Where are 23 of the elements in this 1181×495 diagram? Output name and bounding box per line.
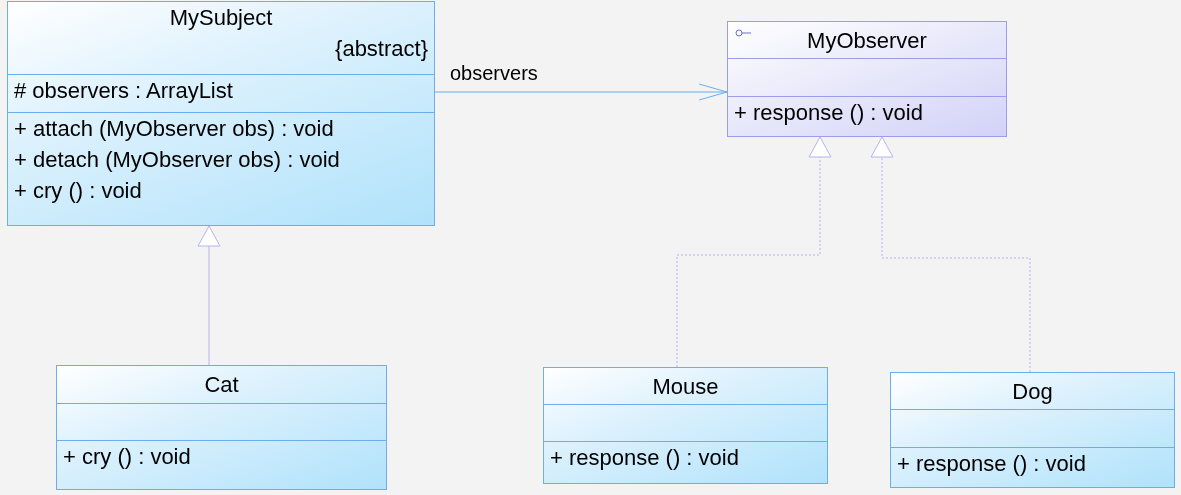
method-text: + detach (MyObserver obs) : void [14, 146, 341, 174]
method-text: + response () : void [897, 449, 1087, 478]
class-name: Dog [1012, 377, 1053, 406]
method-text: + attach (MyObserver obs) : void [14, 115, 335, 143]
method-text: + cry () : void [14, 177, 143, 205]
stereotype-label: {abstract} [334, 35, 428, 63]
method-text: + response () : void [550, 443, 740, 472]
class-name: MySubject [168, 4, 274, 32]
class-box [56, 365, 387, 490]
realization-arrow [870, 136, 1031, 373]
class-box [543, 367, 828, 484]
class-box [727, 21, 1007, 137]
class-name: MyObserver [807, 26, 927, 55]
association-arrow [434, 83, 728, 101]
class-box [890, 372, 1175, 488]
method-text: + cry () : void [63, 442, 192, 471]
generalization-arrow [197, 225, 221, 366]
class-name: Mouse [652, 372, 719, 401]
attribute-text: # observers : ArrayList [14, 77, 234, 106]
realization-arrow [676, 136, 832, 368]
class-box [7, 1, 435, 226]
class-name: Cat [204, 371, 239, 400]
method-text: + response () : void [734, 98, 924, 127]
